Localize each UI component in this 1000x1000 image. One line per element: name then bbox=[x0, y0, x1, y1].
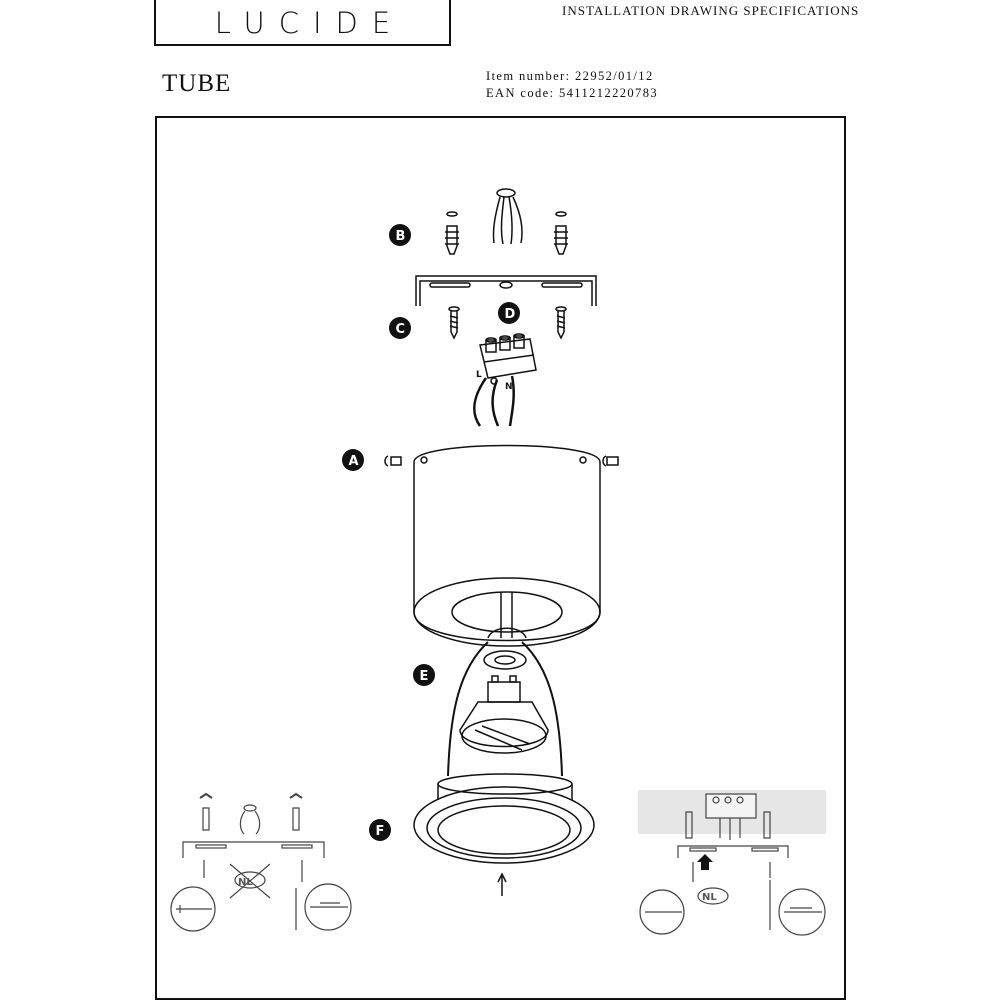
set-screw-right bbox=[602, 455, 619, 467]
gu10-bulb bbox=[459, 675, 549, 754]
nl-badge-right: NL bbox=[702, 892, 717, 903]
lamp-holder bbox=[483, 627, 527, 670]
nl-badge-left: NL bbox=[238, 877, 253, 888]
screw-right bbox=[555, 306, 567, 340]
trim-ring bbox=[413, 773, 595, 864]
callout-a-label: A bbox=[349, 454, 359, 469]
insert-arrow bbox=[497, 872, 507, 896]
brand-logo: LUCIDE bbox=[154, 0, 451, 46]
wall-plug-right bbox=[554, 211, 568, 255]
drawing-frame bbox=[155, 116, 846, 1000]
ceiling-wires bbox=[492, 188, 523, 245]
item-number: Item number: 22952/01/12 bbox=[486, 69, 654, 83]
callout-b: B bbox=[389, 224, 411, 246]
callout-f-label: F bbox=[376, 824, 385, 839]
tube-body bbox=[413, 444, 601, 647]
product-name: TUBE bbox=[162, 70, 232, 97]
terminal-wires bbox=[473, 375, 515, 427]
left-inset-drawing bbox=[170, 792, 352, 932]
terminal-block bbox=[479, 333, 537, 385]
nl-badge-right-outline bbox=[697, 887, 729, 905]
mounting-bracket bbox=[415, 275, 597, 306]
callout-a: A bbox=[342, 449, 364, 471]
callout-d: D bbox=[498, 302, 520, 324]
callout-e: E bbox=[413, 664, 435, 686]
callout-c-label: C bbox=[396, 322, 406, 337]
callout-d-label: D bbox=[505, 307, 516, 322]
mounting-springs bbox=[447, 641, 563, 777]
up-arrow-icon bbox=[697, 854, 713, 870]
callout-f: F bbox=[369, 819, 391, 841]
set-screw-left bbox=[384, 455, 402, 467]
terminal-label-neutral: N bbox=[505, 382, 513, 392]
product-meta: Item number: 22952/01/12 EAN code: 54112… bbox=[486, 68, 658, 102]
terminal-label-live: L bbox=[476, 370, 482, 380]
brand-logo-text: LUCIDE bbox=[214, 6, 405, 40]
ean-code: EAN code: 5411212220783 bbox=[486, 86, 658, 100]
right-inset-drawing bbox=[638, 790, 826, 936]
callout-c: C bbox=[389, 317, 411, 339]
wall-plug-left bbox=[445, 211, 459, 255]
document-title: INSTALLATION DRAWING SPECIFICATIONS bbox=[562, 3, 860, 18]
callout-e-label: E bbox=[420, 669, 429, 684]
screw-left bbox=[448, 306, 460, 340]
callout-b-label: B bbox=[396, 229, 406, 244]
